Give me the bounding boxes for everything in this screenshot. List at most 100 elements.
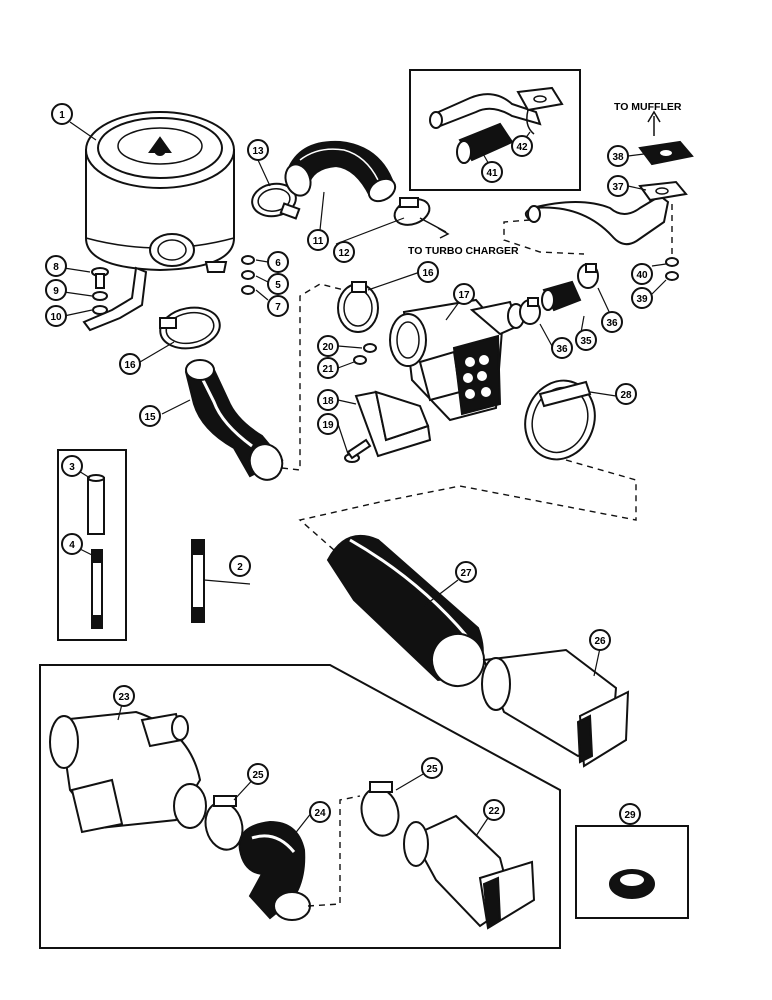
- hose-clamp-25-left: [204, 795, 244, 851]
- callout-19: 19: [317, 413, 339, 435]
- callout-29-text: 29: [624, 810, 636, 821]
- callout-2: 2: [229, 555, 251, 577]
- label-to-muffler: TO MUFFLER: [614, 101, 682, 113]
- callout-28-text: 28: [620, 390, 632, 401]
- callout-26: 26: [589, 629, 611, 651]
- callout-7: 7: [267, 295, 289, 317]
- callout-25-left: 25: [247, 763, 269, 785]
- elbow-hose-11: [284, 140, 397, 203]
- callout-17-text: 17: [458, 290, 470, 301]
- callout-42-text: 42: [516, 142, 528, 153]
- inset-flange-42: [516, 86, 564, 135]
- clamp-36-left: [519, 297, 541, 325]
- callout-27: 27: [455, 561, 477, 583]
- hose-clamp-16-right: [337, 281, 379, 333]
- callout-36-left-text: 36: [556, 344, 568, 355]
- adapter-23: [49, 710, 207, 834]
- callout-12-text: 12: [338, 248, 350, 259]
- callout-22: 22: [483, 799, 505, 821]
- callout-35-text: 35: [580, 336, 592, 347]
- arrow-to-muffler: [647, 110, 661, 136]
- callout-39: 39: [631, 287, 653, 309]
- tube-3: [87, 474, 105, 535]
- callout-5: 5: [267, 273, 289, 295]
- callout-41-text: 41: [486, 168, 498, 179]
- callout-18: 18: [317, 389, 339, 411]
- callout-28: 28: [615, 383, 637, 405]
- bolt-8: [91, 267, 109, 289]
- air-cleaner-body: [85, 111, 235, 273]
- callout-40-text: 40: [636, 270, 648, 281]
- nut-6: [241, 255, 255, 265]
- connection-line-exhaust: [503, 219, 585, 255]
- callout-15-text: 15: [144, 412, 156, 423]
- callout-24: 24: [309, 801, 331, 823]
- callout-20: 20: [317, 335, 339, 357]
- callout-16-right-text: 16: [422, 268, 434, 279]
- callout-10-text: 10: [50, 312, 62, 323]
- callout-39-text: 39: [636, 294, 648, 305]
- callout-3: 3: [61, 455, 83, 477]
- callout-3-text: 3: [69, 462, 75, 473]
- callout-37: 37: [607, 175, 629, 197]
- mounting-bracket: [82, 266, 148, 332]
- hose-clamp-16-left: [159, 306, 221, 350]
- callout-23-text: 23: [118, 692, 130, 703]
- inset-frame-grommet: [575, 825, 689, 919]
- callout-15: 15: [139, 405, 161, 427]
- nut-20: [363, 343, 377, 353]
- callout-20-text: 20: [322, 342, 334, 353]
- stud-4: [91, 549, 103, 629]
- flange-37: [638, 180, 688, 202]
- callout-5-text: 5: [275, 280, 281, 291]
- inset-frame-alternate-cleaner: [39, 664, 561, 949]
- leader-lines: [63, 121, 667, 841]
- callout-17: 17: [453, 283, 475, 305]
- inset-frame-exhaust-pipe: [409, 69, 581, 191]
- pre-cleaner-26: [481, 648, 630, 768]
- washer-7: [241, 285, 255, 295]
- callout-26-text: 26: [594, 636, 606, 647]
- callout-40: 40: [631, 263, 653, 285]
- callout-16-left-text: 16: [124, 360, 136, 371]
- clamp-36-right: [577, 263, 599, 289]
- callout-8-text: 8: [53, 262, 59, 273]
- callout-18-text: 18: [322, 396, 334, 407]
- pre-cleaner-22: [403, 814, 536, 930]
- hose-clamp-13: [251, 182, 301, 220]
- gasket-38: [638, 140, 694, 166]
- callout-12: 12: [333, 241, 355, 263]
- nut-39: [665, 271, 679, 281]
- exhaust-pipe: [524, 194, 670, 246]
- callout-38: 38: [607, 145, 629, 167]
- hose-clamp-25-right: [360, 781, 400, 837]
- hose-clamp-28: [524, 379, 596, 461]
- callout-10: 10: [45, 305, 67, 327]
- callout-42: 42: [511, 135, 533, 157]
- callout-6-text: 6: [275, 258, 281, 269]
- callout-11: 11: [307, 229, 329, 251]
- callout-4-text: 4: [69, 540, 75, 551]
- callout-21: 21: [317, 357, 339, 379]
- callout-1: 1: [51, 103, 73, 125]
- inset-pipe: [429, 93, 542, 129]
- bolt-19: [344, 438, 372, 463]
- inset-frame-tube-and-stud: [57, 449, 127, 641]
- callout-16-right: 16: [417, 261, 439, 283]
- callout-16-left: 16: [119, 353, 141, 375]
- connection-line-15-16: [281, 283, 345, 471]
- hose-15: [184, 359, 284, 481]
- callout-8: 8: [45, 255, 67, 277]
- nut-40: [665, 257, 679, 267]
- grommet-29: [609, 869, 655, 899]
- stud-2: [191, 539, 205, 623]
- callout-13-text: 13: [252, 146, 264, 157]
- connection-line-24-25: [307, 795, 361, 907]
- turbo-adapter-17: [389, 298, 525, 422]
- hose-clamp-12: [393, 197, 431, 226]
- callout-19-text: 19: [322, 420, 334, 431]
- arrow-to-turbo-charger: [419, 217, 450, 239]
- callout-41: 41: [481, 161, 503, 183]
- support-bracket-18: [354, 390, 432, 458]
